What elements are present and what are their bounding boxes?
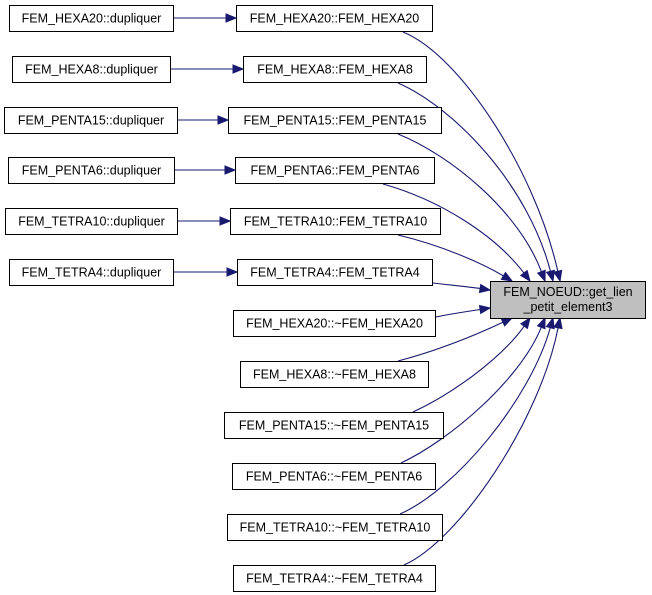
- svg-text:_petit_element3: _petit_element3: [523, 300, 613, 314]
- edge-hexa8_dupl: [171, 64, 245, 74]
- edge-penta15_dupl: [178, 115, 230, 125]
- svg-text:FEM_HEXA20::~FEM_HEXA20: FEM_HEXA20::~FEM_HEXA20: [246, 317, 423, 331]
- edge-tetra10_ctor: [397, 234, 514, 282]
- edge-tetra10_dtor-arrowhead: [545, 316, 555, 330]
- node-tetra10-constructor[interactable]: FEM_TETRA10::FEM_TETRA10: [230, 208, 441, 235]
- node-penta6-destructor[interactable]: FEM_PENTA6::~FEM_PENTA6: [232, 463, 436, 490]
- edge-penta15_dtor-line: [412, 325, 525, 413]
- edge-penta6_dtor-line: [400, 327, 542, 464]
- svg-text:FEM_HEXA8::~FEM_HEXA8: FEM_HEXA8::~FEM_HEXA8: [253, 368, 416, 382]
- edge-tetra10_ctor-line: [397, 234, 504, 277]
- node-penta15-dupliquer[interactable]: FEM_PENTA15::dupliquer: [4, 107, 178, 134]
- edge-tetra10_dupl-arrowhead: [219, 216, 232, 226]
- node-penta15-constructor[interactable]: FEM_PENTA15::FEM_PENTA15: [228, 107, 442, 134]
- edge-penta15_dtor: [412, 316, 531, 413]
- edge-hexa20_dtor: [435, 304, 492, 318]
- node-hexa8-constructor[interactable]: FEM_HEXA8::FEM_HEXA8: [243, 56, 427, 83]
- node-tetra10-destructor[interactable]: FEM_TETRA10::~FEM_TETRA10: [227, 514, 443, 541]
- svg-text:FEM_TETRA4::dupliquer: FEM_TETRA4::dupliquer: [22, 266, 162, 280]
- svg-text:FEM_HEXA8::FEM_HEXA8: FEM_HEXA8::FEM_HEXA8: [257, 63, 413, 77]
- edge-penta15_dtor-arrowhead: [520, 316, 531, 330]
- edge-hexa8_dtor-arrowhead: [500, 317, 514, 327]
- svg-text:FEM_PENTA6::~FEM_PENTA6: FEM_PENTA6::~FEM_PENTA6: [246, 470, 422, 484]
- edge-hexa20_ctor-line: [402, 31, 559, 272]
- node-target-get-lien-petit-element3[interactable]: FEM_NOEUD::get_lien _petit_element3: [490, 281, 646, 319]
- svg-text:FEM_TETRA4::FEM_TETRA4: FEM_TETRA4::FEM_TETRA4: [250, 266, 420, 280]
- svg-text:FEM_TETRA10::FEM_TETRA10: FEM_TETRA10::FEM_TETRA10: [244, 215, 427, 229]
- edge-tetra10_ctor-arrowhead: [500, 271, 514, 282]
- edge-hexa20_dtor-arrowhead: [478, 304, 492, 315]
- edge-penta6_dtor-arrowhead: [536, 316, 546, 330]
- node-tetra4-constructor[interactable]: FEM_TETRA4::FEM_TETRA4: [237, 259, 433, 286]
- edge-tetra10_dtor-line: [399, 327, 551, 515]
- edge-hexa8_dupl-arrowhead: [232, 64, 245, 74]
- edge-hexa8_ctor-arrowhead: [545, 269, 555, 283]
- node-penta6-constructor[interactable]: FEM_PENTA6::FEM_PENTA6: [235, 157, 435, 184]
- edge-tetra4_dupl-arrowhead: [226, 267, 239, 277]
- svg-text:FEM_PENTA15::FEM_PENTA15: FEM_PENTA15::FEM_PENTA15: [244, 114, 427, 128]
- node-hexa8-dupliquer[interactable]: FEM_HEXA8::dupliquer: [12, 56, 171, 83]
- edge-penta15_ctor: [397, 133, 546, 283]
- edge-hexa8_dtor-line: [397, 321, 504, 362]
- edge-tetra4_dupl: [174, 267, 239, 277]
- node-hexa20-destructor[interactable]: FEM_HEXA20::~FEM_HEXA20: [233, 310, 436, 337]
- svg-text:FEM_HEXA20::dupliquer: FEM_HEXA20::dupliquer: [22, 12, 162, 26]
- edge-penta6_dupl: [175, 165, 237, 175]
- node-hexa20-constructor[interactable]: FEM_HEXA20::FEM_HEXA20: [236, 5, 433, 32]
- node-hexa20-dupliquer[interactable]: FEM_HEXA20::dupliquer: [9, 5, 174, 32]
- edge-hexa20_ctor-arrowhead: [553, 269, 563, 283]
- edge-penta15_dupl-arrowhead: [217, 115, 230, 125]
- svg-text:FEM_TETRA4::~FEM_TETRA4: FEM_TETRA4::~FEM_TETRA4: [246, 572, 423, 586]
- edge-tetra4_ctor-arrowhead: [478, 283, 492, 294]
- edge-penta6_dupl-arrowhead: [224, 165, 237, 175]
- edge-tetra4_dtor: [403, 316, 563, 566]
- edge-hexa20_ctor: [402, 31, 563, 283]
- node-penta6-dupliquer[interactable]: FEM_PENTA6::dupliquer: [8, 157, 175, 184]
- svg-text:FEM_PENTA15::dupliquer: FEM_PENTA15::dupliquer: [18, 114, 164, 128]
- edge-tetra10_dtor: [399, 316, 555, 515]
- edge-hexa8_ctor-line: [397, 82, 552, 272]
- edge-penta6_dtor: [400, 316, 546, 464]
- edge-penta6_ctor: [382, 183, 531, 283]
- svg-text:FEM_TETRA10::dupliquer: FEM_TETRA10::dupliquer: [18, 215, 165, 229]
- node-tetra4-dupliquer[interactable]: FEM_TETRA4::dupliquer: [9, 259, 174, 286]
- svg-text:FEM_PENTA6::dupliquer: FEM_PENTA6::dupliquer: [22, 164, 161, 178]
- edge-tetra10_dupl: [178, 216, 232, 226]
- svg-text:FEM_TETRA10::~FEM_TETRA10: FEM_TETRA10::~FEM_TETRA10: [240, 521, 431, 535]
- edge-tetra4_ctor-line: [432, 282, 481, 290]
- edge-hexa20_dupl: [174, 13, 238, 23]
- edge-hexa8_ctor: [397, 82, 555, 283]
- edge-tetra4_ctor: [432, 282, 492, 294]
- svg-text:FEM_PENTA15::~FEM_PENTA15: FEM_PENTA15::~FEM_PENTA15: [239, 419, 429, 433]
- svg-text:FEM_PENTA6::FEM_PENTA6: FEM_PENTA6::FEM_PENTA6: [250, 164, 419, 178]
- edge-hexa20_dtor-line: [435, 308, 481, 318]
- node-penta15-destructor[interactable]: FEM_PENTA15::~FEM_PENTA15: [224, 412, 444, 439]
- edges-layer: [171, 13, 563, 566]
- svg-text:FEM_NOEUD::get_lien: FEM_NOEUD::get_lien: [503, 285, 632, 299]
- svg-text:FEM_HEXA8::dupliquer: FEM_HEXA8::dupliquer: [25, 63, 158, 77]
- node-hexa8-destructor[interactable]: FEM_HEXA8::~FEM_HEXA8: [240, 361, 429, 388]
- edge-tetra4_dtor-line: [403, 327, 559, 566]
- node-tetra4-destructor[interactable]: FEM_TETRA4::~FEM_TETRA4: [233, 565, 436, 592]
- node-tetra10-dupliquer[interactable]: FEM_TETRA10::dupliquer: [5, 208, 178, 235]
- svg-text:FEM_HEXA20::FEM_HEXA20: FEM_HEXA20::FEM_HEXA20: [250, 12, 420, 26]
- edge-penta6_ctor-arrowhead: [519, 269, 531, 283]
- edge-penta15_ctor-arrowhead: [536, 269, 546, 283]
- edge-penta6_ctor-line: [382, 183, 525, 274]
- edge-hexa20_dupl-arrowhead: [225, 13, 238, 23]
- edge-penta15_ctor-line: [397, 133, 542, 272]
- edge-tetra4_dtor-arrowhead: [553, 316, 563, 330]
